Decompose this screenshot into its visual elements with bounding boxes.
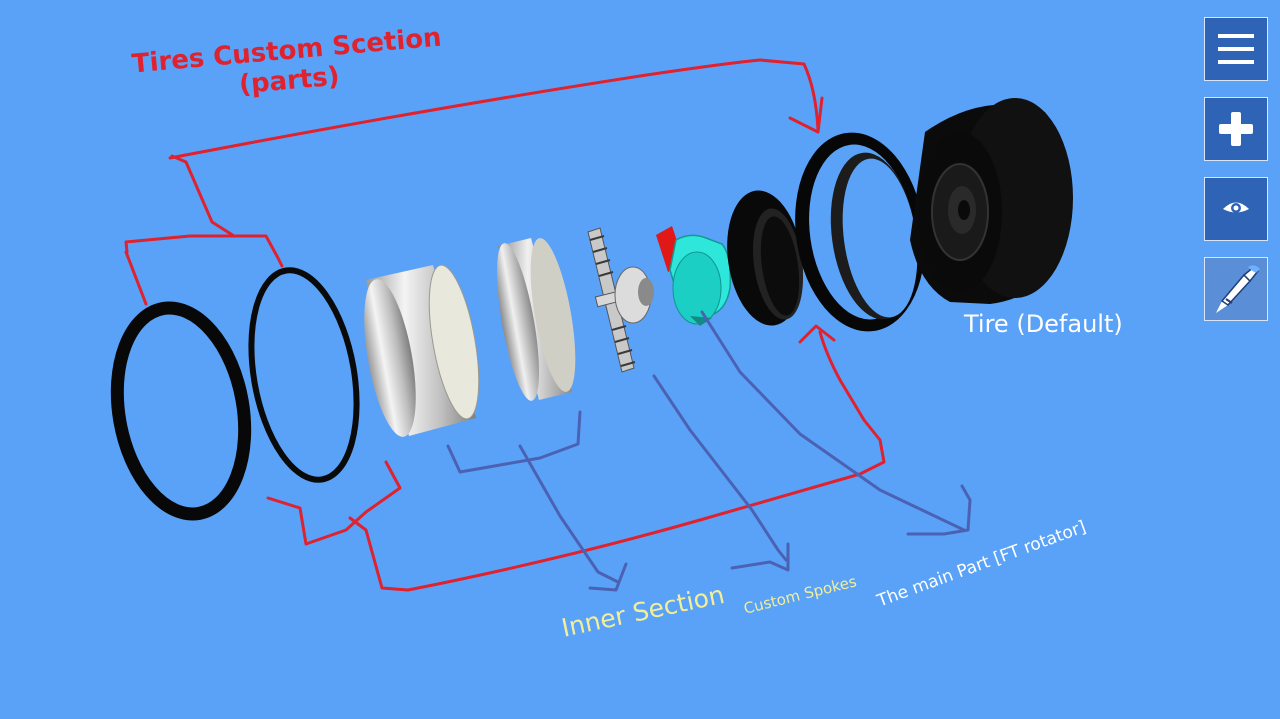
wide-metal-cylinder-part: [364, 264, 480, 437]
paint-button[interactable]: [1204, 257, 1268, 321]
view-button[interactable]: [1204, 177, 1268, 241]
red-annotation-strokes: [124, 58, 886, 592]
outer-ring-part: [110, 301, 252, 521]
default-tire-part: [910, 98, 1073, 304]
narrow-metal-cylinder-part: [496, 238, 576, 401]
thin-ring-part: [248, 267, 360, 483]
blue-annotation-arrows: [446, 310, 972, 592]
tire-default-label: Tire (Default): [964, 310, 1123, 338]
paint-brush-icon: [1208, 261, 1264, 317]
main-rotator-part: [656, 226, 732, 326]
add-button[interactable]: [1204, 97, 1268, 161]
menu-button[interactable]: [1204, 17, 1268, 81]
narrow-tire-band-part: [727, 190, 804, 326]
spokes-gear-part: [587, 227, 654, 373]
plus-icon: [1218, 111, 1254, 147]
wide-tire-band-part: [795, 132, 925, 332]
hamburger-menu-icon: [1217, 32, 1255, 66]
eye-icon: [1221, 198, 1251, 220]
